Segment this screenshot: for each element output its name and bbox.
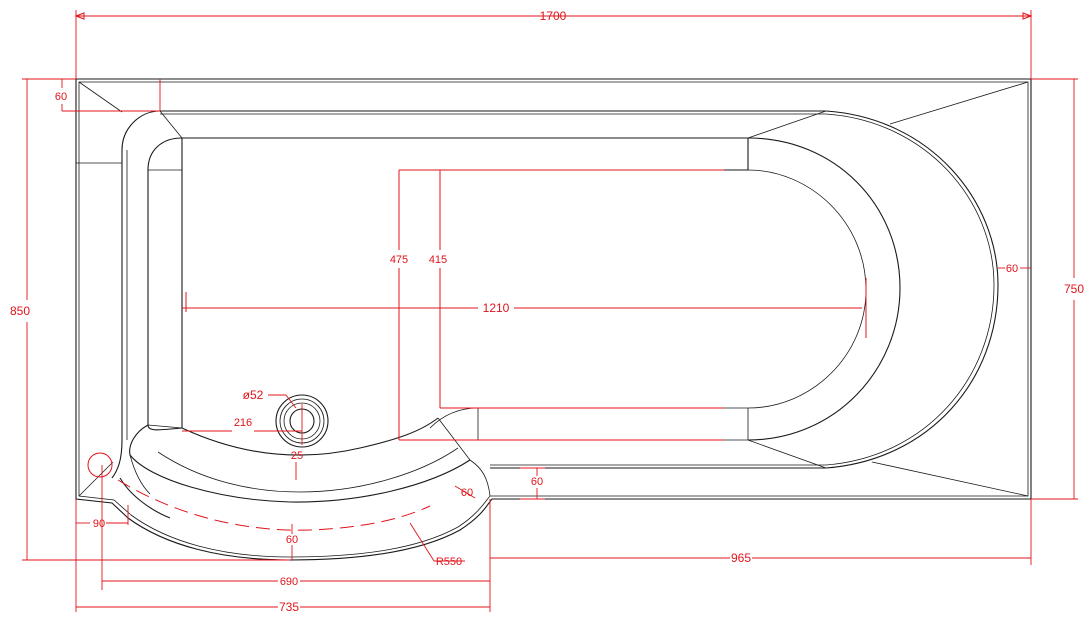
dim-inner-length: 1210 [483, 301, 510, 315]
dim-rim-top-left: 60 [55, 91, 67, 103]
dim-corner-offset: 90 [93, 518, 105, 530]
dim-overall-width-left: 850 [10, 304, 30, 318]
dim-waste-offset-y: 25 [291, 450, 303, 462]
dimensions [22, 10, 1078, 612]
dimension-labels: 1700 850 750 60 60 475 415 1210 ø52 216 … [10, 9, 1084, 614]
dim-curve-radius: R550 [436, 556, 462, 568]
dim-front-curve-chord: 690 [280, 576, 298, 588]
dim-waste-offset-x: 216 [234, 417, 252, 429]
dim-inner-depth-outer: 475 [390, 254, 408, 266]
dim-overall-width-right: 750 [1064, 282, 1084, 296]
bath-outline [75, 78, 1032, 561]
bath-floor [182, 137, 749, 171]
outer-rim [75, 78, 1032, 561]
dim-inner-depth-inner: 415 [429, 254, 447, 266]
dim-straight-section-width: 965 [731, 551, 751, 565]
dim-waste-diameter: ø52 [243, 388, 264, 402]
corner-hole [87, 452, 113, 478]
dim-curved-section-width: 735 [279, 600, 299, 614]
curve-centerline [117, 479, 431, 531]
dim-rim-front-curve: 60 [461, 487, 473, 499]
dim-rim-front-curve-bottom: 60 [286, 534, 298, 546]
dim-overall-length: 1700 [540, 9, 567, 23]
dim-rim-step: 60 [531, 476, 543, 488]
dim-rim-right: 60 [1006, 263, 1018, 275]
